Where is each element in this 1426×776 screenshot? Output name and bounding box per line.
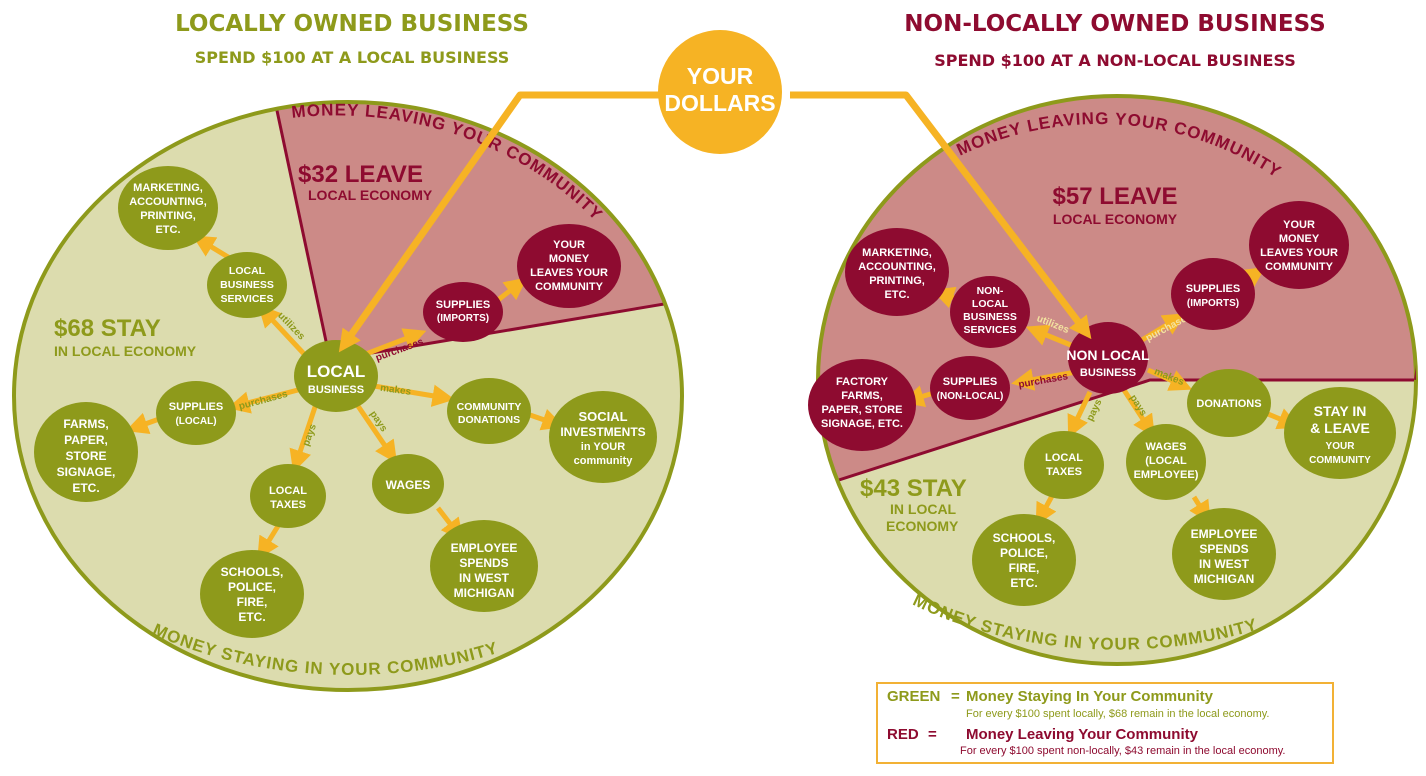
right-node-supplies-imports: SUPPLIES(IMPORTS) [1171, 258, 1255, 330]
right-node-donations: DONATIONS [1187, 369, 1271, 437]
right-leave-amount: $57 LEAVE [1053, 183, 1178, 210]
left-node-supplies-local: SUPPLIES(LOCAL) [156, 381, 236, 445]
node-label: WAGES [386, 478, 431, 492]
legend-green-note: For every $100 spent locally, $68 remain… [966, 708, 1270, 720]
right-stay-label-2: ECONOMY [886, 518, 959, 534]
legend-box: GREEN = Money Staying In Your Community … [876, 682, 1334, 764]
left-title: LOCALLY OWNED BUSINESS [175, 11, 529, 37]
legend-green-title: Money Staying In Your Community [966, 688, 1213, 705]
node-label: MARKETING,ACCOUNTING,PRINTING,ETC. [858, 247, 936, 301]
right-subtitle: SPEND $100 AT A NON-LOCAL BUSINESS [934, 51, 1296, 70]
legend-green-eq: = [951, 688, 960, 705]
node-label: SCHOOLS,POLICE,FIRE,ETC. [221, 565, 284, 624]
left-stay-label: IN LOCAL ECONOMY [54, 343, 197, 359]
legend-red-key: RED [887, 726, 919, 743]
legend-red-title: Money Leaving Your Community [966, 726, 1198, 743]
node-label: DONATIONS [1196, 398, 1261, 410]
left-edge-makes: makes [379, 383, 412, 398]
left-node-wages: WAGES [372, 454, 444, 514]
left-node-marketing: MARKETING,ACCOUNTING,PRINTING,ETC. [118, 166, 218, 250]
right-title: NON-LOCALLY OWNED BUSINESS [904, 11, 1325, 37]
node-label: SUPPLIES(IMPORTS) [436, 299, 490, 324]
left-node-schools: SCHOOLS,POLICE,FIRE,ETC. [200, 550, 304, 638]
right-node-marketing: MARKETING,ACCOUNTING,PRINTING,ETC. [845, 228, 949, 316]
right-stay-amount: $43 STAY [860, 475, 967, 502]
left-leave-label: LOCAL ECONOMY [308, 187, 433, 203]
right-stay-label-1: IN LOCAL [890, 501, 957, 517]
left-leave-amount: $32 LEAVE [298, 161, 423, 188]
legend-red-eq: = [928, 726, 937, 743]
right-leave-label: LOCAL ECONOMY [1053, 211, 1178, 227]
left-node-supplies-imports: SUPPLIES(IMPORTS) [423, 282, 503, 342]
left-stay-amount: $68 STAY [54, 315, 161, 342]
main-flow-arrows [338, 91, 1092, 353]
node-label: SCHOOLS,POLICE,FIRE,ETC. [993, 531, 1056, 590]
legend-red-note: For every $100 spent non-locally, $43 re… [960, 745, 1286, 757]
node-label: SUPPLIES(NON-LOCAL) [937, 376, 1004, 402]
node-label: SUPPLIES(LOCAL) [169, 401, 223, 427]
node-label: MARKETING,ACCOUNTING,PRINTING,ETC. [129, 182, 207, 236]
right-node-supplies-nonlocal: SUPPLIES(NON-LOCAL) [930, 356, 1010, 420]
node-label: SUPPLIES(IMPORTS) [1186, 283, 1240, 309]
left-subtitle: SPEND $100 AT A LOCAL BUSINESS [195, 48, 510, 67]
legend-green-key: GREEN [887, 688, 941, 705]
right-node-schools: SCHOOLS,POLICE,FIRE,ETC. [972, 514, 1076, 606]
